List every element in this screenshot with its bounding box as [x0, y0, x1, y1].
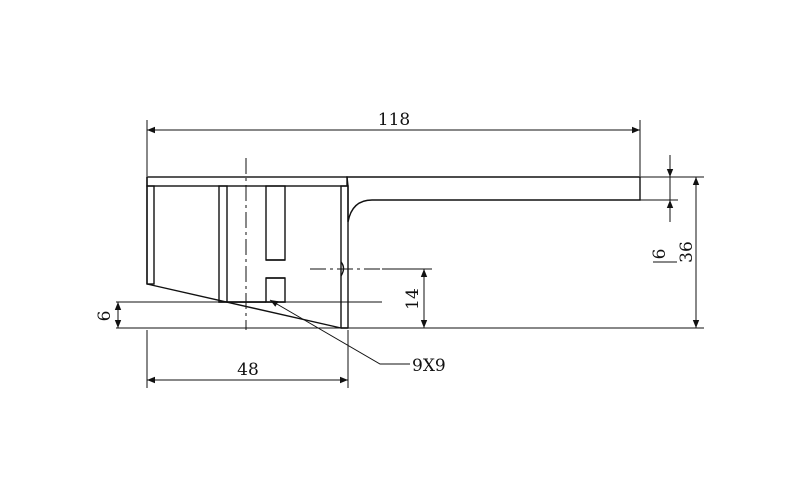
- right-web: [265, 185, 286, 261]
- dim-base-width-label: 48: [237, 360, 259, 380]
- dim-slot-height-label: 14: [403, 288, 423, 310]
- profile-section: [146, 176, 641, 329]
- right-wall: [340, 185, 349, 329]
- left-wall: [146, 185, 155, 285]
- profile-edges: [146, 177, 348, 329]
- dim-slot-height: 14: [403, 269, 428, 328]
- flange-arm: [346, 176, 641, 223]
- dim-total-height: 36: [677, 177, 700, 328]
- dim-overall-length: 118: [147, 110, 640, 134]
- left-web: [218, 185, 228, 303]
- dim-flange-thickness: 6: [650, 155, 677, 263]
- callout-square: 9X9: [269, 299, 446, 376]
- dim-bottom-offset-label: 6: [95, 311, 115, 322]
- dim-overall-length-label: 118: [378, 110, 410, 130]
- callout-square-label: 9X9: [412, 356, 446, 376]
- dim-flange-thickness-label: 6: [650, 249, 670, 260]
- dim-base-width: 48: [147, 360, 348, 384]
- right-web-lower: [265, 277, 286, 303]
- extension-lines: [116, 120, 704, 388]
- top-flange-left: [146, 176, 348, 187]
- dim-bottom-offset: 6: [95, 302, 122, 328]
- dim-total-height-label: 36: [677, 241, 697, 263]
